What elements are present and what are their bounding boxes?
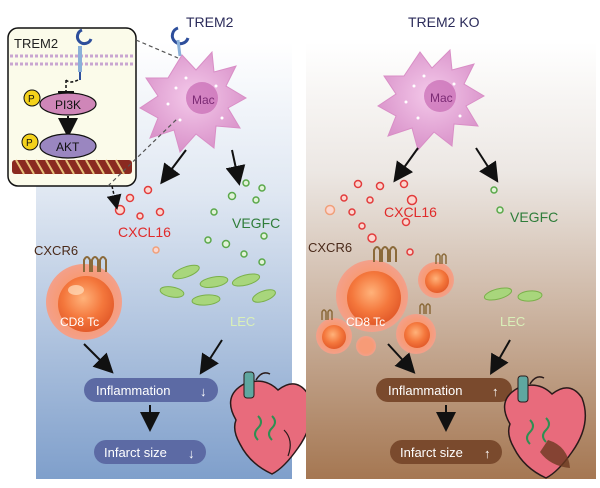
left-cd8-t-cell: CD8 Tc xyxy=(46,264,122,340)
right-inflammation-arrow-icon: ↑ xyxy=(492,384,499,399)
left-infarct-arrow-icon: ↓ xyxy=(188,446,195,461)
left-inflammation-pill: Inflammation ↓ xyxy=(84,378,218,402)
left-panel: TREM2 Mac CXCL16 xyxy=(34,14,313,479)
left-infarct-pill: Infarct size ↓ xyxy=(94,440,206,464)
signaling-inset: TREM2 PI3K P AKT P xyxy=(7,27,179,210)
left-arrow-mac-to-cxcl16 xyxy=(160,149,187,185)
left-vegfc-dots xyxy=(204,179,268,266)
right-cd8-label: CD8 Tc xyxy=(346,315,385,329)
inset-pi3k-node: PI3K P xyxy=(23,89,97,116)
left-mac-label: Mac xyxy=(192,93,215,107)
right-cxcr6-label: CXCR6 xyxy=(308,240,352,255)
inset-pi3k-phospho-label: P xyxy=(28,94,35,105)
right-infarct-label: Infarct size xyxy=(400,445,463,460)
left-arrow-tcell-to-inflammation xyxy=(83,343,114,374)
left-cxcr6-label: CXCR6 xyxy=(34,243,78,258)
left-panel-title: TREM2 xyxy=(186,14,234,30)
right-arrow-tcell-to-inflammation xyxy=(387,343,416,374)
right-macrophage: Mac xyxy=(377,48,485,152)
left-trem2-receptor-icon xyxy=(170,26,190,57)
right-cxcl16-label: CXCL16 xyxy=(384,204,437,220)
right-infarct-pill: Infarct size ↑ xyxy=(390,440,502,464)
inset-dna-icon xyxy=(12,159,132,175)
right-lec-cells xyxy=(483,287,543,302)
inset-trem2-label: TREM2 xyxy=(14,36,58,51)
right-vegfc-label: VEGFC xyxy=(510,209,558,225)
right-inflammation-label: Inflammation xyxy=(388,383,462,398)
right-panel-title: TREM2 KO xyxy=(408,14,480,30)
left-cxcr6-receptor-icon xyxy=(83,256,107,272)
inset-connector-bottom xyxy=(107,117,179,187)
right-arrow-mac-to-cxcl16 xyxy=(393,147,419,183)
right-infarct-arrow-icon: ↑ xyxy=(484,446,491,461)
right-cxcr6-receptor-icons xyxy=(321,246,447,320)
right-inflammation-pill: Inflammation ↑ xyxy=(376,378,512,402)
right-arrow-lec-to-inflammation xyxy=(490,339,511,375)
left-macrophage: Mac xyxy=(139,50,247,154)
inset-akt-phospho-label: P xyxy=(26,138,33,149)
inset-pi3k-label: PI3K xyxy=(55,98,81,112)
left-arrow-lec-to-inflammation xyxy=(199,339,223,375)
right-vegfc-dots xyxy=(490,186,504,214)
inset-arrow-to-cxcl16 xyxy=(106,185,122,210)
left-arrow-mac-to-vegfc xyxy=(225,149,246,186)
left-lec-cells xyxy=(159,264,276,306)
left-infarct-label: Infarct size xyxy=(104,445,167,460)
inset-akt-node: AKT P xyxy=(21,133,97,159)
right-panel: TREM2 KO Mac CXCL16 VEGFC CXCR6 xyxy=(306,14,596,479)
left-cd8-label: CD8 Tc xyxy=(60,315,99,329)
left-inflammation-arrow-icon: ↓ xyxy=(200,384,207,399)
left-lec-label: LEC xyxy=(230,314,255,329)
left-heart-icon xyxy=(229,371,313,475)
inset-membrane xyxy=(10,54,134,66)
right-cd8-t-cells: CD8 Tc xyxy=(316,260,454,356)
inset-akt-label: AKT xyxy=(56,140,80,154)
left-cxcl16-label: CXCL16 xyxy=(118,224,171,240)
right-cxcl16-dots xyxy=(324,179,418,256)
inset-trem2-receptor-icon xyxy=(75,28,93,80)
left-vegfc-label: VEGFC xyxy=(232,215,280,231)
inset-connector-top xyxy=(135,39,179,59)
right-lec-label: LEC xyxy=(500,314,525,329)
right-arrow-mac-to-vegfc xyxy=(475,147,499,183)
right-heart-icon xyxy=(503,375,587,479)
left-inflammation-label: Inflammation xyxy=(96,383,170,398)
right-mac-label: Mac xyxy=(430,91,453,105)
